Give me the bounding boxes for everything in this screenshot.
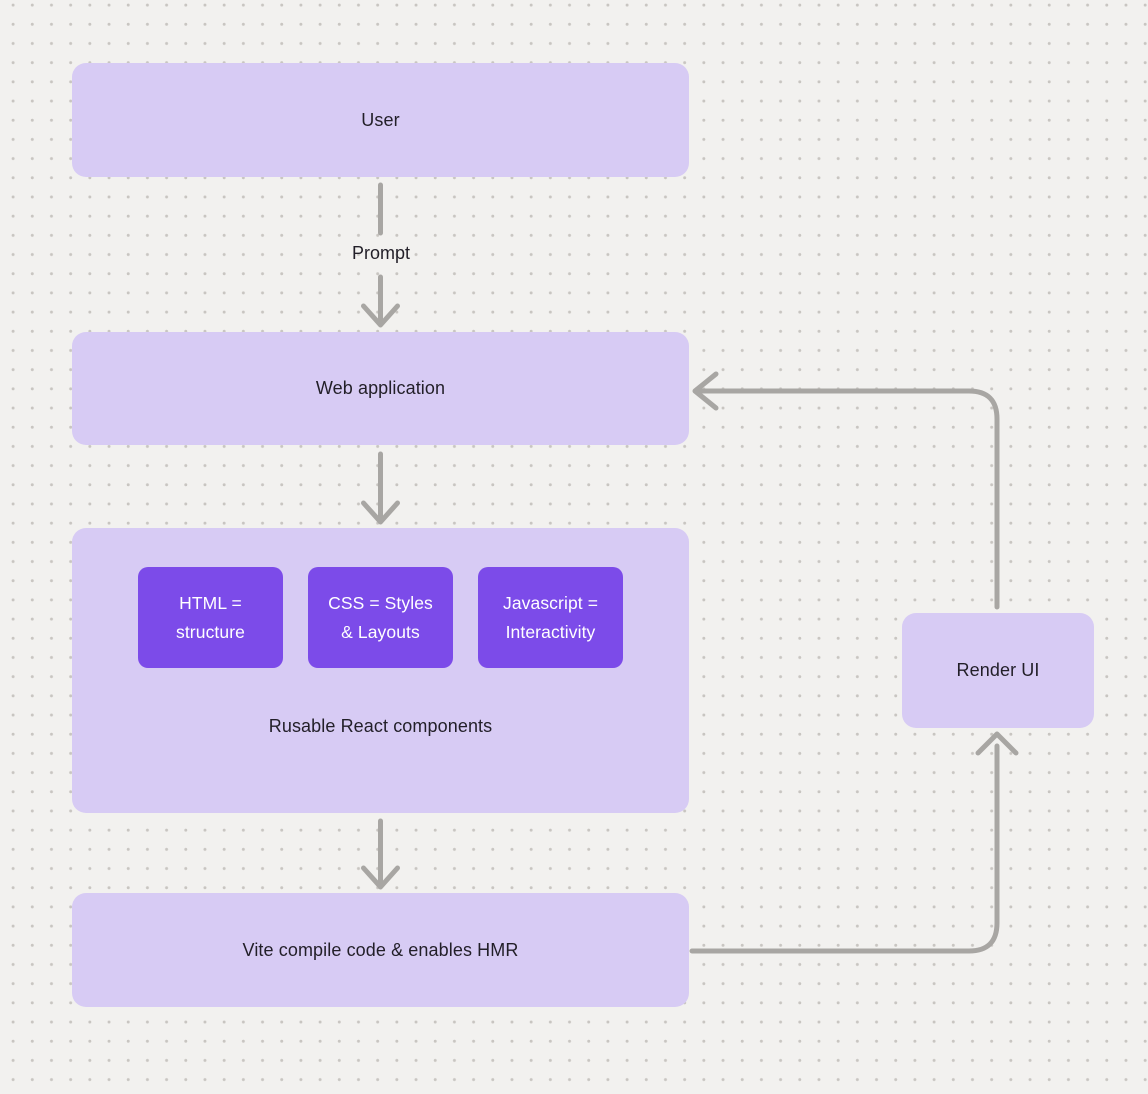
node-vite[interactable]: Vite compile code & enables HMR (72, 893, 689, 1007)
node-javascript-chip[interactable]: Javascript = Interactivity (478, 567, 623, 668)
edge-vite-to-render-ui (689, 743, 1000, 954)
arrowhead-left-webapp (692, 371, 719, 411)
arrowhead-down-webapp (361, 303, 400, 328)
css-chip-line2: & Layouts (341, 621, 420, 642)
node-css-chip[interactable]: CSS = Styles & Layouts (308, 567, 453, 668)
node-web-application-label: Web application (315, 378, 446, 398)
arrowhead-down-vite (361, 865, 400, 890)
html-chip-line2: structure (176, 621, 245, 642)
arrowhead-up-render-ui (975, 731, 1019, 756)
css-chip-line1: CSS = Styles (328, 592, 433, 613)
node-user-label: User (361, 109, 400, 130)
javascript-chip-line1: Javascript = (502, 592, 599, 613)
html-chip-line1: HTML = (179, 592, 242, 613)
components-chip-row: HTML = structure CSS = Styles & Layouts … (138, 567, 623, 668)
node-render-ui-label: Render UI (956, 660, 1040, 680)
node-html-chip[interactable]: HTML = structure (138, 567, 283, 668)
node-react-components-group[interactable]: HTML = structure CSS = Styles & Layouts … (72, 528, 689, 813)
node-user[interactable]: User (72, 63, 689, 177)
node-web-application[interactable]: Web application (72, 332, 689, 445)
node-render-ui[interactable]: Render UI (902, 613, 1094, 728)
edge-render-ui-to-webapp (696, 388, 1000, 610)
edge-label-prompt: Prompt (351, 243, 411, 263)
node-vite-label: Vite compile code & enables HMR (242, 939, 519, 960)
javascript-chip-line2: Interactivity (505, 621, 596, 642)
react-components-caption: Rusable React components (268, 716, 493, 736)
arrowhead-down-components (361, 500, 400, 525)
